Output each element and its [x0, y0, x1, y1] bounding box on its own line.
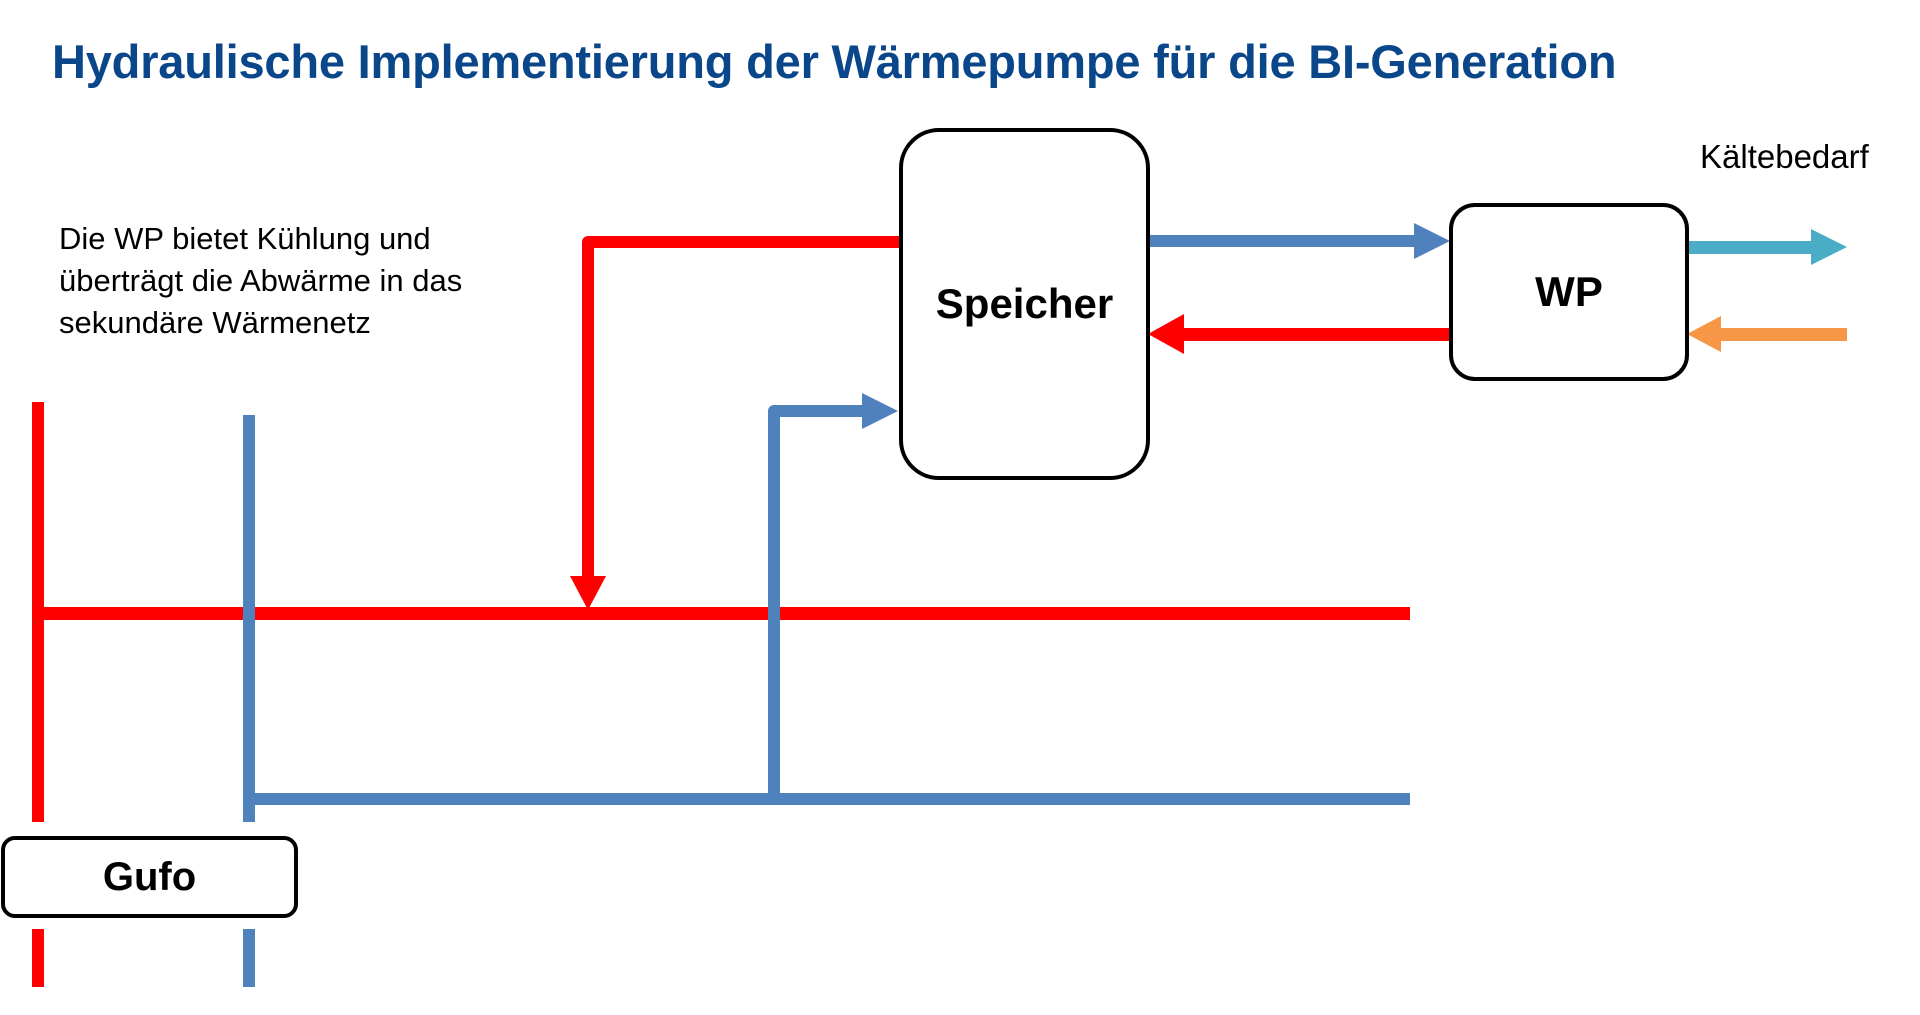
cooling-out-arrowhead: [1811, 229, 1847, 265]
cold-network-line: [243, 415, 1410, 987]
cold-to-speicher-arrow: [768, 393, 898, 799]
hot-horizontal: [32, 607, 1410, 620]
hot-return-pipe: [582, 236, 899, 578]
heat-in-arrowhead: [1687, 316, 1721, 352]
hot-vertical-lower: [32, 929, 44, 987]
speicher-label: Speicher: [935, 280, 1114, 327]
cold-supply-arrowhead: [862, 393, 898, 429]
hot-network-line: [32, 402, 1410, 987]
cold-supply-pipe: [768, 405, 864, 799]
speicher-to-wp-shaft: [1150, 235, 1416, 247]
cold-horizontal: [243, 793, 1410, 805]
wp-box: WP: [1449, 203, 1689, 381]
description-text: Die WP bietet Kühlung und überträgt die …: [59, 221, 463, 340]
speicher-to-wp-arrowhead: [1414, 223, 1450, 259]
heat-in-shaft: [1719, 328, 1847, 341]
speicher-to-wp-arrow: [1150, 223, 1450, 259]
cooling-out-shaft: [1685, 241, 1815, 254]
slide-title: Hydraulische Implementierung der Wärmepu…: [52, 35, 1617, 88]
cold-vertical-lower: [243, 929, 255, 987]
hot-return-arrowhead: [570, 576, 606, 610]
cold-vertical-upper: [243, 415, 255, 822]
wp-label: WP: [1535, 268, 1603, 315]
wp-to-speicher-arrowhead: [1148, 314, 1184, 354]
kaeltebedarf-label: Kältebedarf: [1700, 138, 1869, 175]
gufo-box: Gufo: [1, 836, 298, 918]
heat-in-arrow: [1687, 316, 1847, 352]
wp-to-speicher-shaft: [1182, 328, 1450, 341]
gufo-label: Gufo: [102, 854, 197, 899]
wp-to-speicher-arrow: [1148, 314, 1450, 354]
speicher-box: Speicher: [899, 128, 1150, 480]
speicher-to-hot-line-arrow: [570, 236, 899, 610]
wp-cooling-out-arrow: [1685, 229, 1847, 265]
